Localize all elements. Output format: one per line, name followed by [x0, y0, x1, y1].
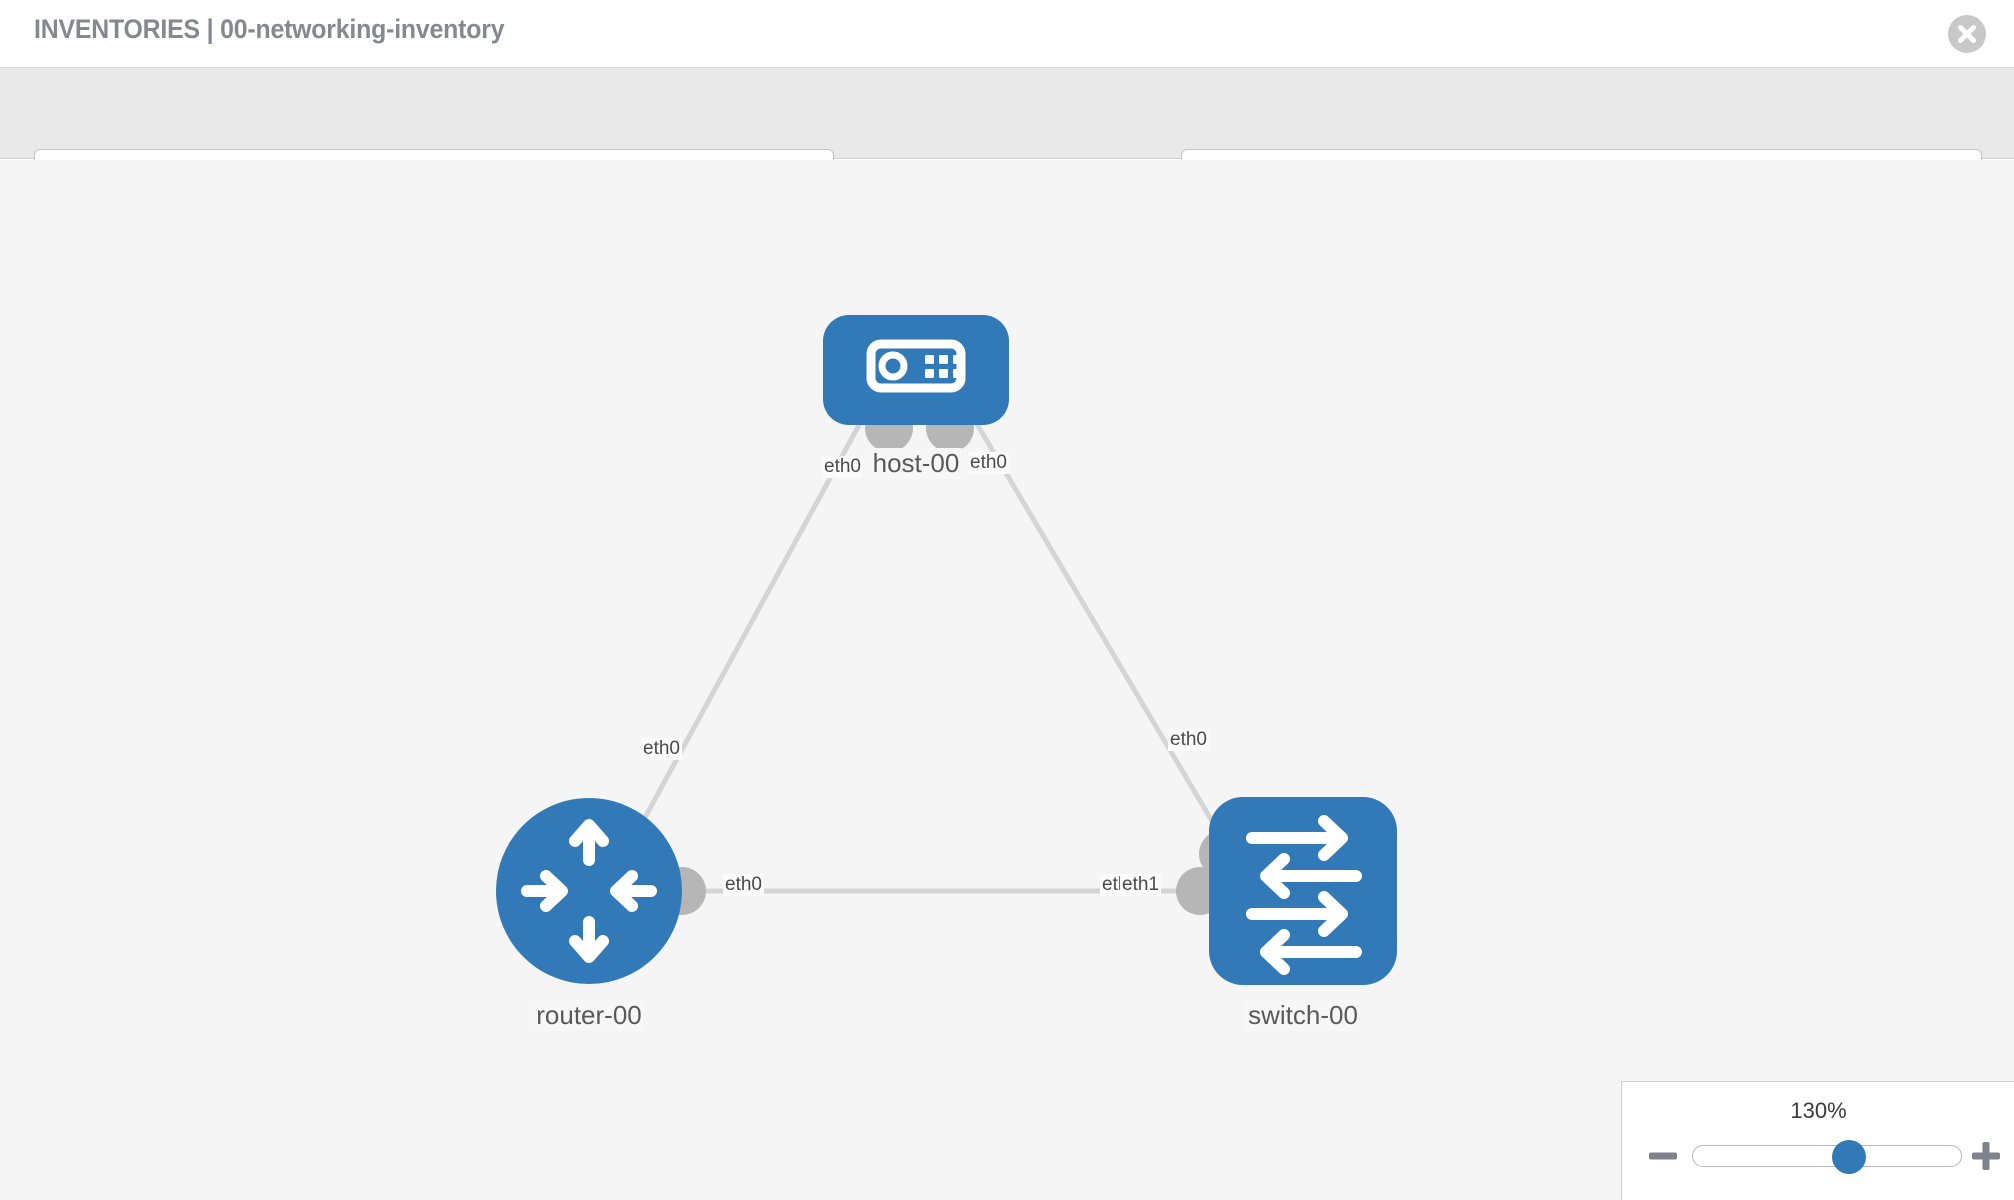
edge-host00-switch00	[942, 368, 1241, 867]
node-label-router-00: router-00	[534, 1000, 644, 1031]
zoom-in-button[interactable]	[1969, 1134, 2003, 1178]
zoom-slider-thumb[interactable]	[1832, 1140, 1866, 1174]
iface-label-switch00-eth0-north: eth0	[1168, 729, 1209, 751]
toolbar: ACTIONS	[0, 68, 2014, 204]
topology-graph	[496, 315, 1397, 985]
iface-label-switch00-eth1: eth1	[1120, 874, 1161, 896]
iface-label-router00-eth0-east: eth0	[723, 874, 764, 896]
zoom-slider-row	[1622, 1134, 2014, 1178]
page-title: INVENTORIES | 00-networking-inventory	[34, 14, 505, 44]
iface-label-host00-eth0-left: eth0	[822, 456, 863, 478]
node-label-switch-00: switch-00	[1246, 1000, 1360, 1031]
zoom-level-value: 130%	[1790, 1098, 1847, 1123]
zoom-out-button[interactable]	[1646, 1134, 1680, 1178]
page-header: INVENTORIES | 00-networking-inventory	[0, 0, 2014, 68]
zoom-slider-track[interactable]	[1692, 1140, 1962, 1174]
zoom-control-panel: 130%	[1621, 1081, 2014, 1200]
node-switch-00[interactable]	[1209, 797, 1397, 985]
connector-group	[658, 404, 1247, 915]
topology-canvas[interactable]: host-00 router-00 switch-00 eth0 eth0 et…	[0, 160, 2014, 1200]
node-label-host-00: host-00	[870, 448, 962, 479]
close-icon[interactable]	[1948, 15, 1986, 53]
node-host-00[interactable]	[823, 315, 1009, 425]
iface-label-router00-eth0-north: eth0	[641, 738, 682, 760]
node-router-00[interactable]	[496, 798, 682, 984]
iface-label-host00-eth0-right: eth0	[968, 452, 1009, 474]
